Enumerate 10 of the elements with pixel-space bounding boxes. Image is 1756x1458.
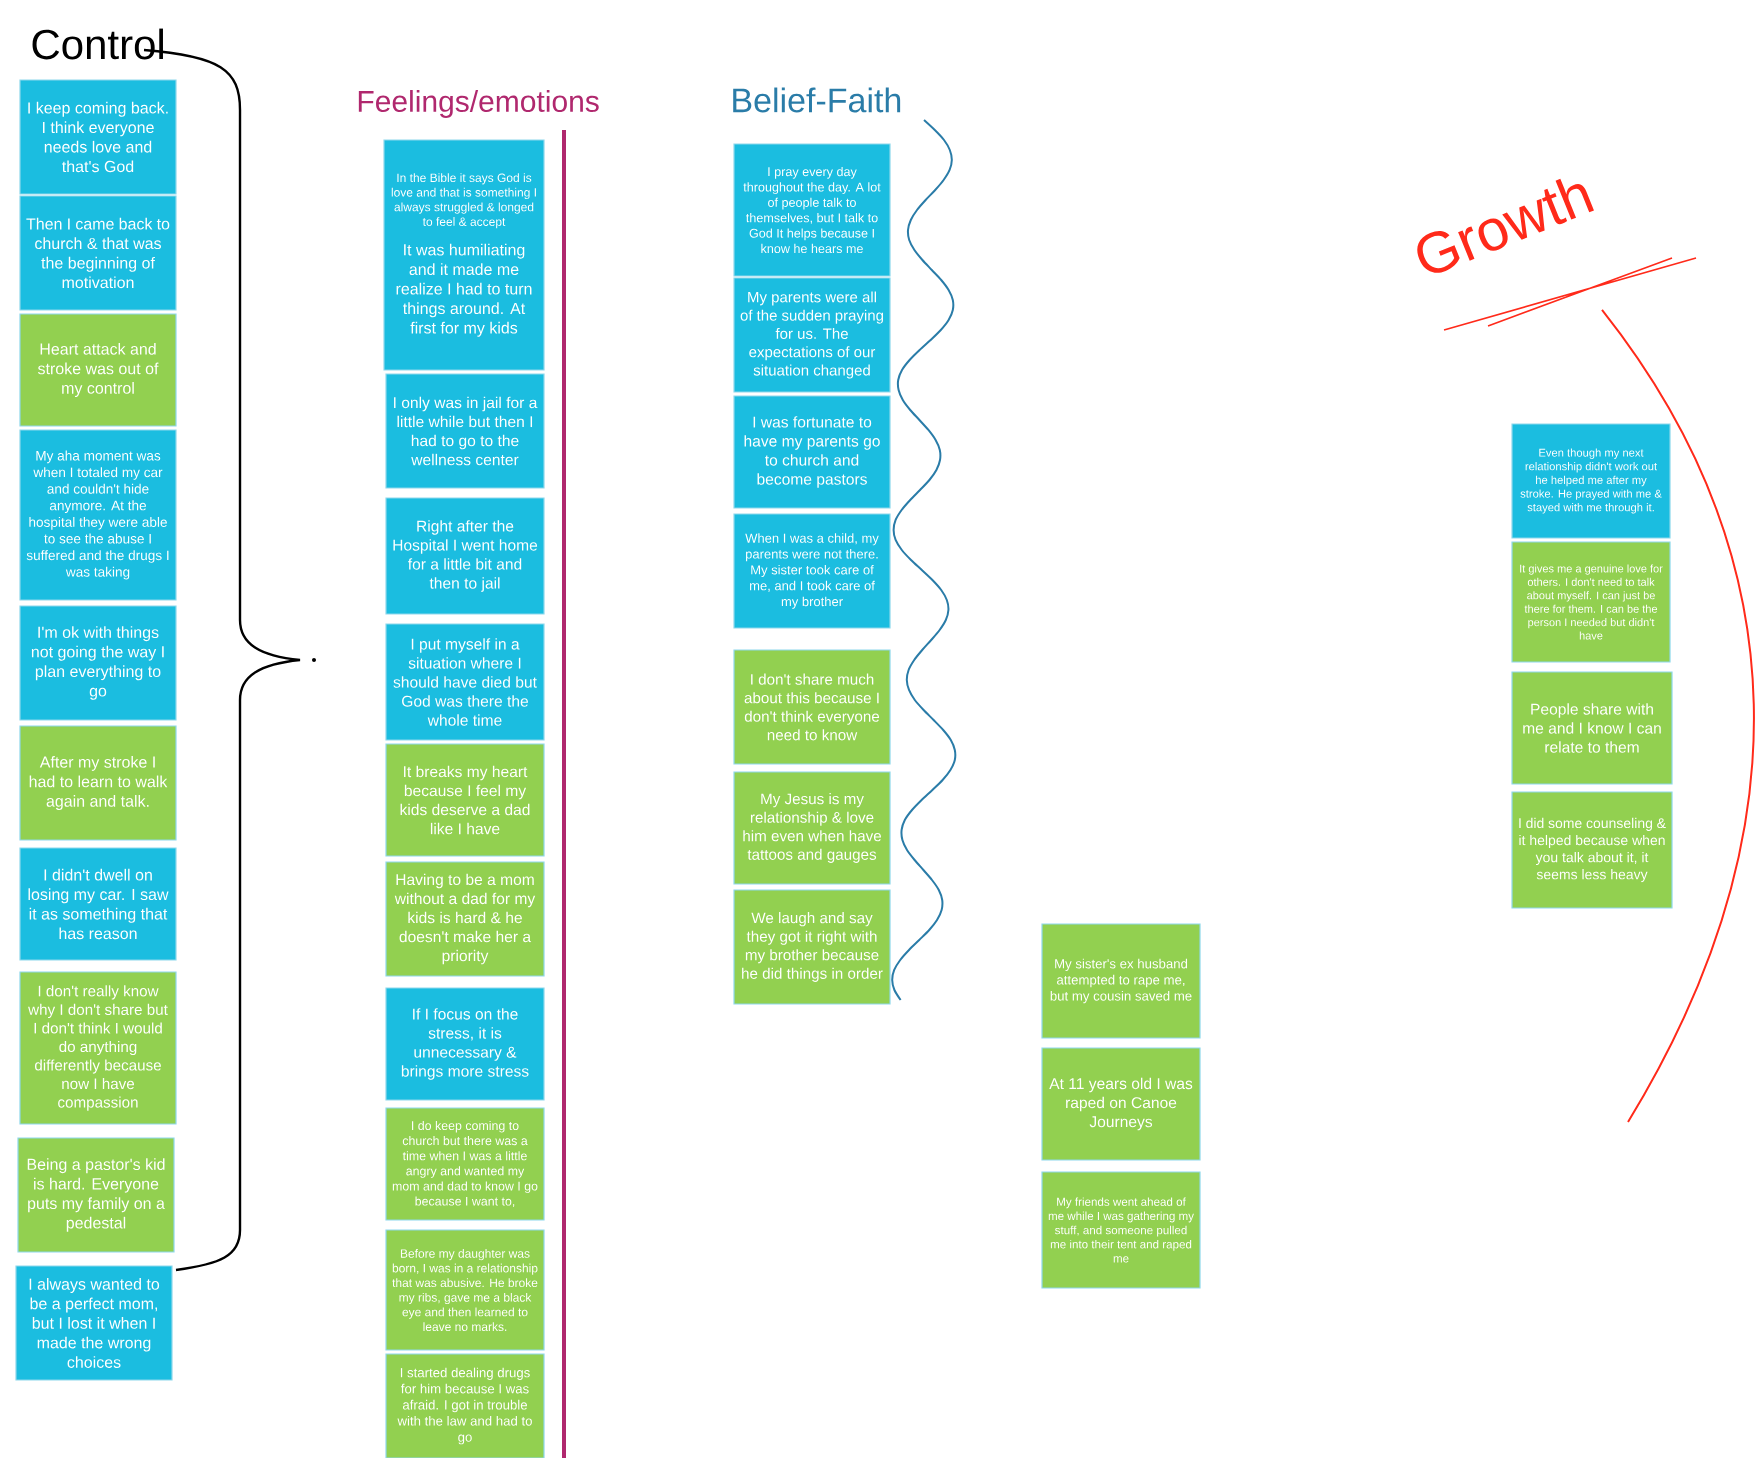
quote-box: Heart attack and stroke was out of my control xyxy=(19,313,177,427)
category-heading: Growth xyxy=(1417,178,1594,273)
quote-box: I'm ok with things not going the way I plan everything to go xyxy=(19,605,177,721)
category-heading: Belief-Faith xyxy=(733,87,901,113)
quote-box: After my stroke I had to learn to walk again and talk. xyxy=(19,725,177,841)
quote-box: I keep coming back. I think everyone needs love and that's God xyxy=(19,79,177,195)
quote-box: I didn't dwell on losing my car. I saw it as something that has reason xyxy=(19,847,177,961)
quote-box: Then I came back to church & that was the beginning of motivation xyxy=(19,195,177,311)
quote-box: Being a pastor's kid is hard. Everyone puts my family on a pedestal xyxy=(17,1137,175,1253)
quote-box: I always wanted to be a perfect mom, but I lost it when I made the wrong choices xyxy=(15,1265,173,1381)
